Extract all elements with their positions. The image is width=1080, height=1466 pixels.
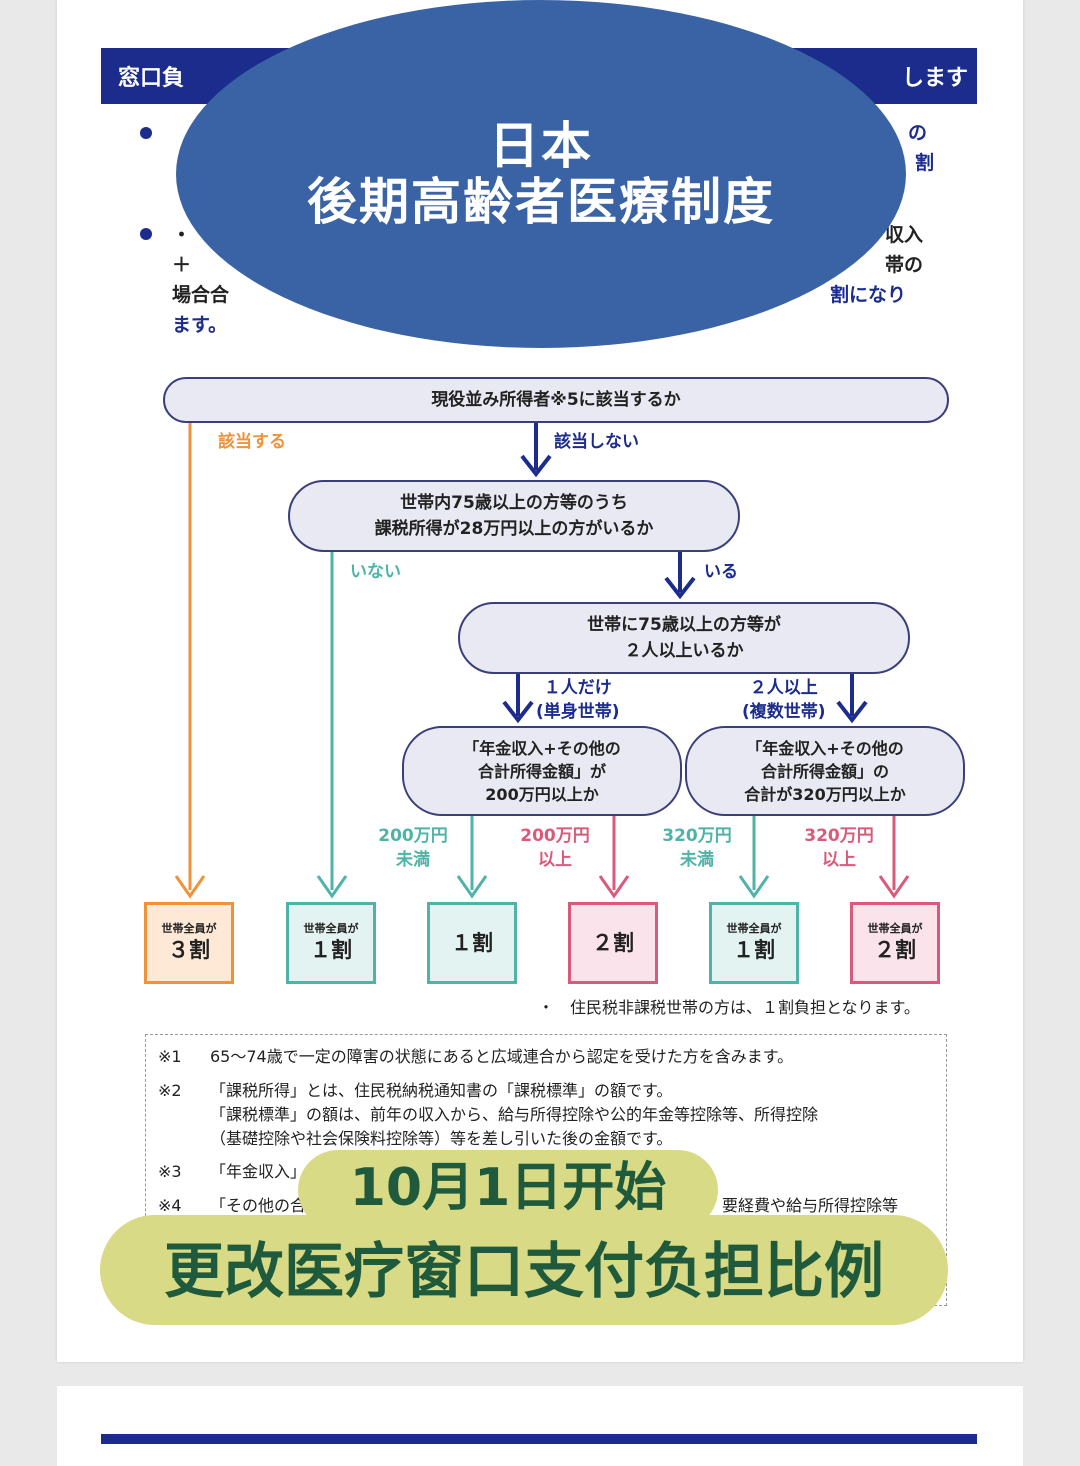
q4a-line-3: 200万円以上か [485,784,599,804]
under-200-2: 未満 [396,850,430,870]
intro-b2-l1-left: ・ [172,224,192,246]
result-big: ３割 [168,938,210,962]
result-box-2割: ２割 [568,902,658,984]
result-big: ２割 [874,938,916,962]
label-single-1: １人だけ [543,678,612,698]
pink-arrow [878,875,910,899]
header-right-label: します [902,66,969,91]
navy-arrow [664,576,696,600]
note-2-mark: ※2 [158,1081,182,1100]
over-320-1: 320万円 [804,826,874,846]
label-over-320: 320万円 以上 [796,824,882,872]
navy-arrow [520,454,552,478]
teal-arrow [316,875,348,899]
under-200-1: 200万円 [378,826,448,846]
next-header-bar [101,1434,977,1444]
note-1-mark: ※1 [158,1047,182,1066]
banner-bottom-bg [100,1215,948,1325]
result-small: 世帯全員が [867,922,923,935]
note-4-right: 要経費や給与所得控除等 [722,1196,899,1215]
result-small: 世帯全員が [161,922,217,935]
under-320-2: 未満 [680,850,714,870]
intro-b2-l1-right: 収入 [885,224,924,246]
label-under-320: 320万円 未満 [654,824,740,872]
navy-arrow [502,700,534,724]
result-big: １割 [733,938,775,962]
result-box-1割: １割 [427,902,517,984]
label-under-200: 200万円 未満 [370,824,456,872]
teal-arrow [738,875,770,899]
q2-line-2: 課税所得が28万円以上の方がいるか [374,519,654,539]
question-household-count: 世帯に75歳以上の方等が ２人以上いるか [458,602,910,674]
title-line-2: 後期高齢者医療制度 [307,173,775,231]
q4a-line-2: 合計所得金額」が [477,761,606,781]
question-multi-income: 「年金収入+その他の 合計所得金額」の 合計が320万円以上か [685,726,965,816]
intro-b2-l2-right: 帯の [885,254,924,276]
question-current-income: 現役並み所得者※5に該当するか [163,377,949,423]
title-line-1: 日本 [489,117,593,175]
label-single-2: (単身世帯) [536,702,620,722]
intro-b2-l2-left: ＋ [172,254,192,276]
title-oval: 日本 後期高齢者医療制度 [176,0,906,348]
bullet-dot [140,228,152,240]
result-big: １割 [451,931,493,955]
over-200-1: 200万円 [520,826,590,846]
note-1: 65〜74歳で一定の障害の状態にあると広域連合から認定を受けた方を含みます。 [210,1047,794,1066]
label-multi-2: (複数世帯) [742,702,826,722]
footnote-non-taxable: ・ 住民税非課税世帯の方は、１割負担となります。 [538,998,920,1017]
intro-b2-l3-right: 割になり [830,284,907,306]
intro-b1-right2: 割 [915,152,935,174]
banner-line-2: 更改医疗窗口支付负担比例 [164,1237,884,1307]
teal-arrow [456,875,488,899]
label-exists: いる [704,562,738,582]
flowchart-connectors [174,420,910,899]
q4b-line-2: 合計所得金額」の [760,761,889,781]
result-small: 世帯全員が [303,922,359,935]
banner-line-1: 10月1日开始 [349,1158,667,1218]
note-2-line-1: 「課税所得」とは、住民税納税通知書の「課税標準」の額です。 [210,1081,673,1100]
question-single-income: 「年金収入+その他の 合計所得金額」が 200万円以上か [402,726,682,816]
under-320-1: 320万円 [662,826,732,846]
q4b-line-1: 「年金収入+その他の [746,738,904,758]
navy-arrow [836,700,868,724]
note-4-left: 「その他の合 [210,1196,307,1215]
intro-b1-right1: の [908,122,928,144]
result-big: １割 [310,938,352,962]
label-not-applicable: 該当しない [554,432,639,452]
over-200-2: 以上 [538,850,572,870]
note-2-line-2: 「課税標準」の額は、前年の収入から、給与所得控除や公的年金等控除等、所得控除 [210,1105,819,1124]
note-4-mark: ※4 [158,1196,182,1215]
note-2-line-3: （基礎控除や社会保険料控除等）等を差し引いた後の金額です。 [210,1129,673,1148]
next-page-card [57,1386,1023,1466]
label-over-200: 200万円 以上 [512,824,598,872]
over-320-2: 以上 [822,850,856,870]
intro-b2-l4: ます。 [172,314,228,336]
bullet-dot [140,127,152,139]
result-box-1割: 世帯全員が １割 [286,902,376,984]
orange-arrow [174,875,206,899]
header-left-label: 窓口負 [118,66,185,91]
intro-b2-l3-left: 場合合 [172,284,230,306]
question-taxable-income: 世帯内75歳以上の方等のうち 課税所得が28万円以上の方がいるか [288,480,740,552]
q3-line-2: ２人以上いるか [624,641,744,661]
label-applicable: 該当する [218,432,286,452]
pink-arrow [598,875,630,899]
q4a-line-1: 「年金収入+その他の [463,738,621,758]
label-multi-household: ２人以上 (複数世帯) [742,676,826,724]
result-big: ２割 [592,931,634,955]
result-box-1割: 世帯全員が １割 [709,902,799,984]
result-box-2割: 世帯全員が ２割 [850,902,940,984]
label-single-household: １人だけ (単身世帯) [536,676,620,724]
result-box-3割: 世帯全員が ３割 [144,902,234,984]
q3-line-1: 世帯に75歳以上の方等が [587,615,781,635]
note-3-mark: ※3 [158,1162,182,1181]
label-none: いない [350,562,401,582]
question-current-income-text: 現役並み所得者※5に該当するか [431,390,681,410]
label-multi-1: ２人以上 [749,678,818,698]
result-small: 世帯全員が [726,922,782,935]
q4b-line-3: 合計が320万円以上か [744,784,906,804]
note-3: 「年金収入」 [210,1162,307,1181]
q2-line-1: 世帯内75歳以上の方等のうち [400,493,628,513]
